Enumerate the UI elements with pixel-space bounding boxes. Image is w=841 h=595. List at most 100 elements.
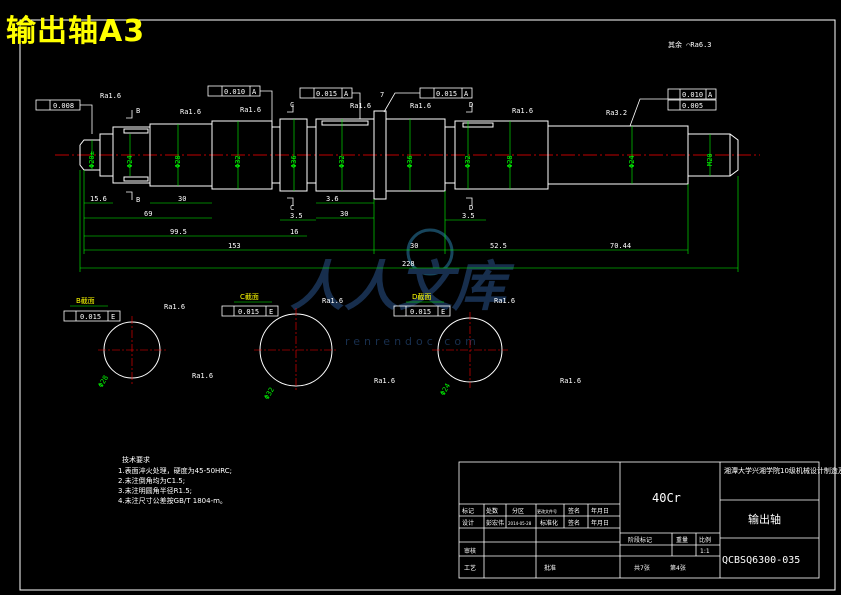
tech-heading: 技术要求: [122, 455, 150, 464]
dim-30-b: 30: [340, 210, 348, 218]
section-c-dia: Φ32: [263, 386, 276, 401]
section-b-datum: E: [111, 313, 115, 321]
section-b-title: B截面: [76, 296, 95, 305]
ra-label-6: Ra1.6: [512, 107, 533, 115]
watermark: 人人文库 renrendoc.com: [290, 228, 515, 348]
tb-scale: 比例: [699, 536, 711, 544]
diameter-labels: Φ20± Φ24 Φ28 Φ32 Φ36 Φ32 Φ36 Φ32 Φ28 Φ24…: [88, 151, 714, 168]
tb-sheet-no: 第4张: [670, 564, 686, 572]
dim-228: 228: [402, 260, 415, 268]
length-dim-labels: 15.6 30 69 99.5 16 3.5 3.6 30 3.5 153 30…: [90, 195, 631, 268]
dim-70-44: 70.44: [610, 242, 631, 250]
tol-runout-2-datum: A: [344, 90, 349, 98]
watermark-text: 人人文库: [290, 255, 515, 318]
section-b-top: B: [136, 107, 140, 115]
dim-3-5-b: 3.5: [462, 212, 475, 220]
tb-r2-c1: 设计: [462, 519, 474, 527]
drawing-frame: [19, 19, 836, 591]
page-title: 输出轴A3: [6, 14, 146, 49]
tech-item-2: 2.未注倒角均为C1.5;: [118, 476, 185, 485]
dim-99-5: 99.5: [170, 228, 187, 236]
tb-r2-c4: 标准化: [540, 519, 558, 527]
tol-runout-right: 0.010: [682, 91, 703, 99]
section-d-dia: Φ24: [439, 382, 452, 397]
tb-r2-c2: 彭宏伟: [486, 519, 504, 527]
tech-requirements: 技术要求 1.表面淬火处理，硬度为45-50HRC; 2.未注倒角均为C1.5;…: [118, 455, 232, 505]
dim-15-6: 15.6: [90, 195, 107, 203]
ra-label-4: Ra1.6: [350, 102, 371, 110]
section-b-dia: Φ28: [97, 374, 110, 389]
shaft-outline: [79, 110, 739, 200]
section-c-datum: E: [269, 308, 273, 316]
dim-7: 7: [380, 91, 384, 99]
watermark-url: renrendoc.com: [345, 335, 480, 348]
dim-52-5: 52.5: [490, 242, 507, 250]
tb-weight: 重量: [676, 536, 688, 544]
tb-r1-c6: 年月日: [591, 507, 609, 515]
tolerance-frames: [35, 85, 717, 134]
ra-label-1: Ra1.6: [100, 92, 121, 100]
tb-stage: 阶段标记: [628, 536, 652, 544]
tb-scale-value: 1:1: [700, 548, 710, 555]
section-d-title: D截面: [412, 292, 431, 301]
tb-review: 审核: [464, 547, 476, 555]
section-d-width: 0.015: [410, 308, 431, 316]
tb-r1-c5: 签名: [568, 507, 580, 515]
tol-runout-3-datum: A: [464, 90, 469, 98]
tb-material: 40Cr: [652, 491, 681, 505]
section-view-d: D截面 0.015 E Ra1.6 Ra1.6 Φ24: [393, 292, 581, 397]
tb-drawing-no: QCBSQ6300-035: [722, 555, 800, 566]
section-c-title: C截面: [240, 292, 259, 301]
tb-r1-c4: 更改文件号: [537, 508, 557, 514]
ra-label-5: Ra1.6: [410, 102, 431, 110]
tol-runout-1: 0.010: [224, 88, 245, 96]
section-c-ra-2: Ra1.6: [374, 377, 395, 385]
dim-153: 153: [228, 242, 241, 250]
ra-label-7: Ra3.2: [606, 109, 627, 117]
section-d-bottom: D: [469, 204, 473, 212]
tb-r2-c5: 签名: [568, 519, 580, 527]
section-d-ra: Ra1.6: [494, 297, 515, 305]
tb-r1-c3: 分区: [512, 507, 524, 515]
tech-item-3: 3.未注明圆角半径R1.5;: [118, 486, 192, 495]
tol-perp-left: 0.008: [53, 102, 74, 110]
section-d-datum: E: [441, 308, 445, 316]
dim-30-c: 30: [410, 242, 418, 250]
title-block: [458, 461, 820, 579]
tol-runout-right-datum: A: [708, 91, 713, 99]
dim-3-5-a: 3.5: [290, 212, 303, 220]
section-b-ra-2: Ra1.6: [192, 372, 213, 380]
tol-runout-2: 0.015: [316, 90, 337, 98]
dim-16: 16: [290, 228, 298, 236]
tech-item-1: 1.表面淬火处理，硬度为45-50HRC;: [118, 466, 232, 475]
tol-runout-1-datum: A: [252, 88, 257, 96]
section-b-ra: Ra1.6: [164, 303, 185, 311]
tb-school-1: 湘潭大学兴湘学院10级机械设计制造及其自动化二班: [724, 466, 841, 475]
dim-3-6: 3.6: [326, 195, 339, 203]
tb-r2-c3: 2014-05-28: [508, 521, 532, 526]
tb-r2-c6: 年月日: [591, 519, 609, 527]
section-b-width: 0.015: [80, 313, 101, 321]
section-c-top: C: [290, 101, 294, 109]
section-c-ra: Ra1.6: [322, 297, 343, 305]
ra-label-2: Ra1.6: [180, 108, 201, 116]
length-dim-lines: [79, 170, 739, 272]
section-c-width: 0.015: [238, 308, 259, 316]
diameter-dim-lines: [91, 119, 711, 191]
tb-sheets: 共7张: [634, 564, 650, 572]
tb-r1-c2: 处数: [486, 507, 498, 515]
tb-r1-c1: 标记: [462, 507, 474, 515]
tb-approve: 批准: [544, 564, 556, 572]
section-view-c: C截面 0.015 E Ra1.6 Ra1.6 Φ32: [221, 292, 395, 401]
tb-process: 工艺: [464, 564, 476, 572]
tol-runout-3: 0.015: [436, 90, 457, 98]
tol-cyl-right: 0.005: [682, 102, 703, 110]
section-c-bottom: C: [290, 204, 294, 212]
section-markers: [126, 104, 473, 206]
section-view-b: B截面 0.015 E Ra1.6 Ra1.6 Φ28: [63, 296, 213, 389]
section-b-bottom: B: [136, 196, 140, 204]
ra-label-3: Ra1.6: [240, 106, 261, 114]
section-d-top: D: [469, 101, 473, 109]
section-d-ra-2: Ra1.6: [560, 377, 581, 385]
